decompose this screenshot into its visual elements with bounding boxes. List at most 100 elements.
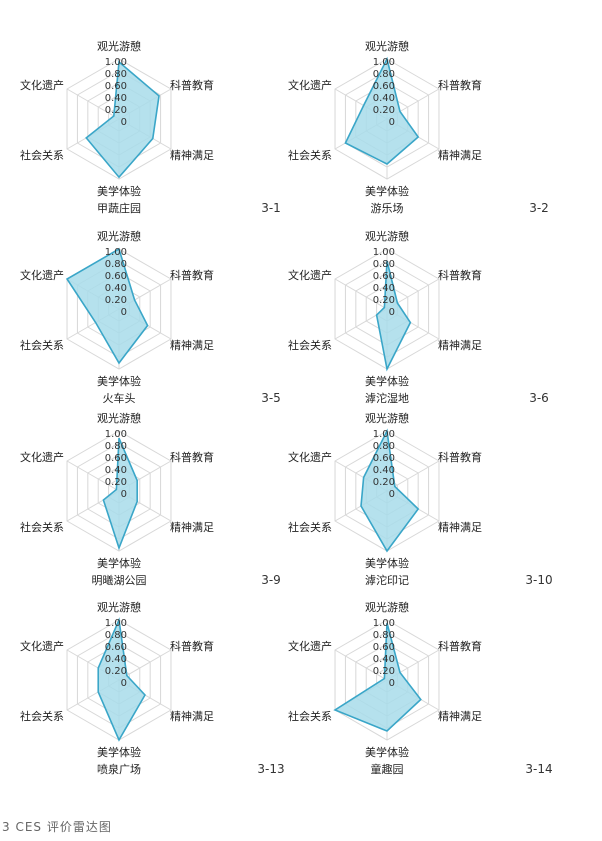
tick-label: 0.60 (373, 453, 395, 464)
tick-label: 0 (121, 117, 127, 128)
chart-title: 甲蔬庄园 (97, 201, 141, 215)
radar-chart-3-9: 1.000.800.600.400.200观光游憩科普教育精神满足美学体验社会关… (20, 411, 281, 587)
axis-label: 美学体验 (97, 556, 141, 570)
tick-label: 0.20 (373, 666, 395, 677)
tick-label: 0 (389, 489, 395, 500)
axis-label: 文化遗产 (20, 78, 64, 92)
axis-label: 科普教育 (438, 78, 482, 92)
axis-label: 观光游憩 (365, 600, 409, 614)
tick-label: 0 (121, 489, 127, 500)
axis-label: 精神满足 (170, 520, 214, 534)
axis-label: 社会关系 (20, 148, 64, 162)
tick-label: 0.80 (105, 259, 127, 270)
tick-label: 0 (121, 678, 127, 689)
axis-label: 观光游憩 (365, 39, 409, 53)
grid-spoke (118, 649, 172, 681)
tick-label: 1.00 (373, 247, 395, 258)
axis-label: 观光游憩 (97, 600, 141, 614)
tick-label: 0.20 (373, 105, 395, 116)
figure-number: 3-1 (261, 201, 281, 215)
tick-label: 1.00 (105, 57, 127, 68)
grid-spoke (386, 460, 440, 492)
chart-title: 童趣园 (371, 762, 404, 776)
tick-label: 0.40 (373, 93, 395, 104)
radar-chart-3-10: 1.000.800.600.400.200观光游憩科普教育精神满足美学体验社会关… (288, 411, 553, 587)
tick-label: 0.20 (105, 477, 127, 488)
axis-label: 精神满足 (438, 709, 482, 723)
tick-label: 0 (389, 678, 395, 689)
tick-label: 1.00 (373, 429, 395, 440)
axis-label: 文化遗产 (20, 639, 64, 653)
tick-label: 0.40 (105, 283, 127, 294)
axis-label: 科普教育 (438, 450, 482, 464)
tick-label: 0.40 (373, 465, 395, 476)
axis-label: 文化遗产 (288, 450, 332, 464)
axis-label: 精神满足 (170, 709, 214, 723)
axis-label: 精神满足 (170, 148, 214, 162)
axis-label: 科普教育 (170, 78, 214, 92)
figure-caption: 3 CES 评价雷达图 (2, 820, 112, 834)
axis-label: 社会关系 (288, 148, 332, 162)
chart-title: 喷泉广场 (97, 762, 141, 776)
tick-label: 0.40 (105, 654, 127, 665)
radar-chart-3-5: 1.000.800.600.400.200观光游憩科普教育精神满足美学体验社会关… (20, 229, 281, 405)
tick-label: 0.20 (105, 295, 127, 306)
figure-number: 3-2 (529, 201, 549, 215)
tick-label: 0 (389, 307, 395, 318)
figure-number: 3-13 (257, 762, 284, 776)
axis-label: 美学体验 (365, 374, 409, 388)
tick-label: 0.20 (373, 295, 395, 306)
tick-label: 1.00 (373, 57, 395, 68)
axis-label: 社会关系 (20, 709, 64, 723)
axis-label: 文化遗产 (20, 450, 64, 464)
tick-label: 0.80 (105, 69, 127, 80)
axis-label: 社会关系 (288, 338, 332, 352)
tick-label: 0.60 (105, 642, 127, 653)
axis-label: 美学体验 (97, 745, 141, 759)
tick-label: 1.00 (373, 618, 395, 629)
tick-label: 0.80 (373, 441, 395, 452)
axis-label: 美学体验 (365, 745, 409, 759)
axis-label: 美学体验 (97, 184, 141, 198)
tick-label: 0 (121, 307, 127, 318)
tick-label: 0.60 (105, 271, 127, 282)
figure-number: 3-9 (261, 573, 281, 587)
axis-label: 社会关系 (288, 520, 332, 534)
axis-label: 精神满足 (438, 520, 482, 534)
axis-label: 精神满足 (438, 148, 482, 162)
axis-label: 精神满足 (438, 338, 482, 352)
axis-label: 文化遗产 (288, 268, 332, 282)
tick-label: 0.40 (105, 93, 127, 104)
tick-label: 0.40 (373, 654, 395, 665)
figure-number: 3-6 (529, 391, 549, 405)
figure-number: 3-14 (525, 762, 552, 776)
axis-label: 科普教育 (170, 268, 214, 282)
tick-label: 0.60 (373, 271, 395, 282)
tick-label: 0.80 (105, 441, 127, 452)
tick-label: 0.60 (105, 81, 127, 92)
tick-label: 0.40 (373, 283, 395, 294)
figure-number: 3-5 (261, 391, 281, 405)
chart-title: 滹沱湿地 (365, 391, 409, 405)
tick-label: 0.20 (105, 666, 127, 677)
grid-spoke (334, 278, 388, 310)
radar-chart-3-14: 1.000.800.600.400.200观光游憩科普教育精神满足美学体验社会关… (288, 600, 553, 776)
grid-spoke (66, 460, 120, 492)
axis-label: 美学体验 (365, 556, 409, 570)
tick-label: 0.20 (105, 105, 127, 116)
axis-label: 文化遗产 (20, 268, 64, 282)
radar-chart-3-6: 1.000.800.600.400.200观光游憩科普教育精神满足美学体验社会关… (288, 229, 549, 405)
tick-label: 0.80 (373, 259, 395, 270)
tick-label: 0.80 (373, 69, 395, 80)
tick-label: 0.80 (373, 630, 395, 641)
tick-label: 0.80 (105, 630, 127, 641)
axis-label: 观光游憩 (97, 411, 141, 425)
axis-label: 科普教育 (438, 639, 482, 653)
chart-title: 游乐场 (371, 201, 404, 215)
tick-label: 0.60 (373, 81, 395, 92)
chart-title: 滹沱印记 (365, 573, 409, 587)
axis-label: 科普教育 (438, 268, 482, 282)
axis-label: 科普教育 (170, 639, 214, 653)
